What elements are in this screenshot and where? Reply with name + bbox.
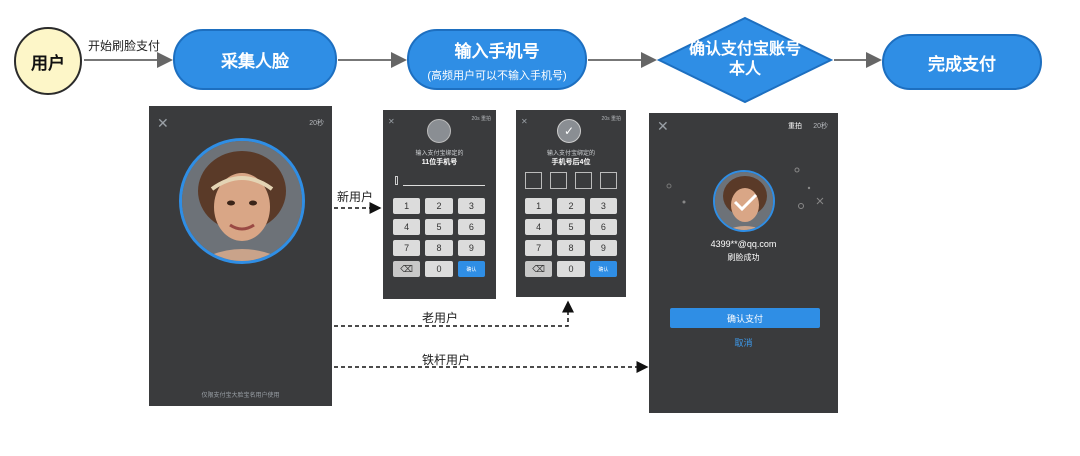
step-capture-label: 采集人脸 [221,52,289,71]
screen-enter-phone-11: ✕ 20s 重拍 输入支付宝绑定的 11位手机号 1 2 3 4 5 6 7 8… [383,110,496,299]
close-icon[interactable]: ✕ [521,117,528,126]
key-9[interactable]: 9 [589,240,617,256]
step-phone-label: 输入手机号 [454,41,540,61]
key-8[interactable]: 8 [425,240,453,256]
flow-start-label: 用户 [31,53,65,73]
key-2[interactable]: 2 [557,198,585,214]
flow-step-capture-face: 采集人脸 [173,29,337,90]
arrow-old-user [334,300,574,327]
avatar [427,119,451,143]
branch-label-new-user: 新用户 [337,190,374,204]
check-icon: ✓ [557,119,581,143]
sparkle-decoration-icon [666,167,824,209]
face-photo-icon [182,141,302,261]
close-icon[interactable]: ✕ [157,115,169,131]
key-4[interactable]: 4 [393,219,421,235]
phone4-prompt-line-1: 输入支付宝绑定的 [546,151,595,157]
key-3[interactable]: 3 [457,198,485,214]
key-4[interactable]: 4 [525,219,553,235]
flow-start-user: 用户 [14,27,82,95]
screen-enter-phone-last4: ✕ 20s 重拍 ✓ 输入支付宝绑定的 手机号后4位 1 2 3 4 5 6 7… [516,110,626,297]
pin-box [550,172,567,189]
capture-footer-note: 仅限支付宝大脸宝名用户使用 [201,393,280,399]
key-3[interactable]: 3 [589,198,617,214]
key-0[interactable]: 0 [425,261,453,277]
key-6[interactable]: 6 [457,219,485,235]
screen-face-capture: ✕ 20秒 请面向屏幕 仅限支付宝大脸宝名用户使用 [149,106,332,406]
confirm-payment-button[interactable]: 确认支付 [670,308,820,328]
key-7[interactable]: 7 [525,240,553,256]
screen-confirm-payment: ✕ 重拍 20秒 4399**@qq.com 刷脸成功 确认支付 取消 [649,113,838,413]
number-keypad: 1 2 3 4 5 6 7 8 9 ⌫ 0 确认 [393,198,485,277]
flow-step-payment-complete: 完成支付 [882,34,1042,90]
key-5[interactable]: 5 [425,219,453,235]
close-icon[interactable]: ✕ [657,118,669,134]
verified-face-avatar [713,170,775,232]
phone-prompt-line-2: 11位手机号 [421,159,458,166]
pin-box [575,172,592,189]
key-6[interactable]: 6 [589,219,617,235]
branch-label-old-user: 老用户 [422,311,459,325]
key-9[interactable]: 9 [457,240,485,256]
step-phone-note: (高频用户可以不输入手机号) [427,69,567,82]
backspace-icon[interactable]: ⌫ [393,261,421,277]
pin-box [525,172,542,189]
phone4-prompt-line-2: 手机号后4位 [551,159,591,166]
key-2[interactable]: 2 [425,198,453,214]
pin-box [600,172,617,189]
flow-decision-confirm-account: 确认支付宝账号 本人 [657,16,833,104]
phone-prompt-line-1: 输入支付宝绑定的 [415,151,464,157]
phone-number-input[interactable] [403,185,485,186]
phone-icon [395,176,398,185]
face-preview [179,138,305,264]
number-keypad: 1 2 3 4 5 6 7 8 9 ⌫ 0 确认 [525,198,617,277]
countdown-timer: 20秒 [813,123,828,130]
retake-button[interactable]: 重拍 [788,123,802,130]
account-email: 4399**@qq.com [710,239,777,249]
face-photo-icon [715,172,773,230]
close-icon[interactable]: ✕ [388,117,395,126]
face-success-status: 刷脸成功 [727,253,760,262]
countdown-timer: 20秒 [309,120,324,127]
backspace-icon[interactable]: ⌫ [525,261,553,277]
key-1[interactable]: 1 [393,198,421,214]
pin-boxes[interactable] [525,172,617,189]
key-8[interactable]: 8 [557,240,585,256]
keypad-confirm-button[interactable]: 确认 [589,261,617,277]
decision-line-2: 本人 [728,61,761,78]
keypad-confirm-button[interactable]: 确认 [457,261,485,277]
decision-line-1: 确认支付宝账号 [688,41,801,58]
branch-label-loyal-user: 铁杆用户 [422,353,471,367]
cancel-link[interactable]: 取消 [734,338,753,348]
key-1[interactable]: 1 [525,198,553,214]
key-7[interactable]: 7 [393,240,421,256]
status-bar: 20s 重拍 [601,116,621,122]
key-0[interactable]: 0 [557,261,585,277]
flow-step-enter-phone: 输入手机号 (高频用户可以不输入手机号) [407,29,587,90]
key-5[interactable]: 5 [557,219,585,235]
status-bar: 20s 重拍 [471,116,491,122]
step-done-label: 完成支付 [928,54,996,74]
start-edge-label: 开始刷脸支付 [88,39,161,53]
